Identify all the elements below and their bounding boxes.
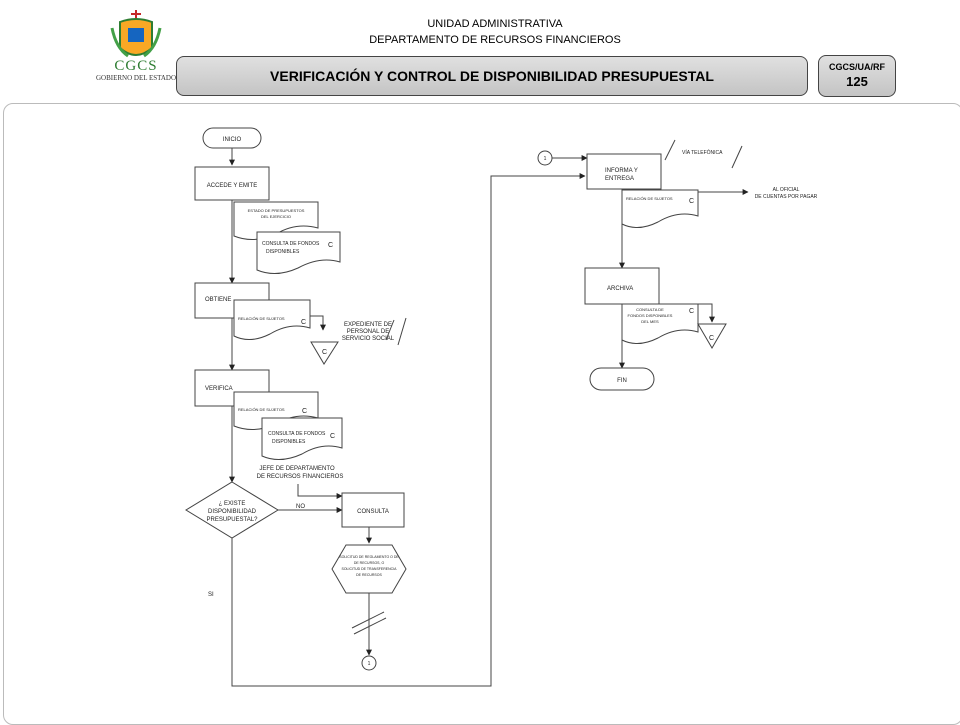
consulta-mes-line1: CONSULTA DE: [636, 307, 664, 312]
relacion-doc-text-3: RELACIÓN DE SUJETOS: [626, 196, 673, 201]
estado-doc-line1: ESTADO DE PRESUPUESTOS: [248, 208, 305, 213]
consulta-mes-document: [621, 303, 699, 344]
fin-label: FIN: [617, 378, 627, 384]
expediente-line1: EXPEDIENTE DE: [344, 322, 392, 328]
hexagon-line4: DE RECURSOS: [356, 573, 382, 577]
oficina-line1: AL OFICIAL: [773, 187, 800, 193]
hexagon-line2: DE RECURSOS, O: [354, 561, 385, 565]
no-branch-label: NO: [296, 504, 305, 510]
relacion-document-3: [621, 189, 699, 228]
decision-line1: ¿ EXISTE: [219, 501, 246, 507]
via-telefonica-label: VÍA TELEFÓNICA: [682, 149, 723, 156]
consulta-process: [341, 492, 405, 528]
relacion-doc-text: RELACIÓN DE SUJETOS: [238, 316, 285, 321]
copy-mark-3: C: [322, 349, 327, 356]
archiva-label: ARCHIVA: [607, 286, 633, 292]
coat-of-arms-logo: [110, 10, 162, 58]
archive-triangle-2: [697, 323, 727, 349]
archiva-process: [584, 267, 660, 305]
decision-diamond: [185, 481, 279, 539]
copy-mark-7: C: [689, 308, 694, 315]
jefe-line1: JEFE DE DEPARTAMENTO: [259, 466, 335, 472]
decision-line2: DISPONIBILIDAD: [208, 509, 257, 515]
connector-top-label: 1: [544, 156, 547, 162]
consulta-label: CONSULTA: [357, 509, 389, 515]
consulta-mes-line2: FONDOS DISPONIBLES: [628, 313, 673, 318]
hexagon-line3: SOLICITUD DE TRANSFERENCIA: [342, 567, 398, 571]
expediente-line3: SERVICIO SOCIAL: [342, 336, 395, 342]
consulta-document-2: [261, 417, 343, 460]
accede-process: [194, 166, 270, 201]
oficina-line2: DE CUENTAS POR PAGAR: [755, 194, 818, 200]
inicio-label: INICIO: [223, 137, 242, 143]
obtiene-label: OBTIENE: [205, 297, 231, 303]
si-branch-label: SI: [208, 592, 214, 598]
document-code: CGCS/UA/RF: [829, 62, 885, 72]
logo-wordmark: CGCS: [114, 58, 158, 74]
page-title: VERIFICACIÓN Y CONTROL DE DISPONIBILIDAD…: [176, 56, 808, 96]
document-code-box: CGCS/UA/RF 125: [818, 55, 896, 97]
unit-label: UNIDAD ADMINISTRATIVA: [427, 18, 563, 30]
expediente-line2: PERSONAL DE: [347, 329, 389, 335]
copy-mark-6: C: [689, 198, 694, 205]
consulta-doc2-line2: DISPONIBLES: [272, 439, 306, 445]
consulta-doc2-line1: CONSULTA DE FONDOS: [268, 431, 326, 437]
fin-terminal: [589, 367, 655, 391]
decision-line3: PRESUPUESTAL?: [207, 517, 259, 523]
connector-bottom: [361, 655, 377, 671]
copy-mark-1: C: [328, 242, 333, 249]
copy-mark-8: C: [709, 335, 714, 342]
copy-mark-2: C: [301, 319, 306, 326]
logo-subtitle: GOBIERNO DEL ESTADO: [95, 74, 177, 82]
copy-mark-4: C: [302, 408, 307, 415]
inicio-terminal: [202, 127, 262, 149]
accede-label: ACCEDE Y EMITE: [207, 183, 257, 189]
relacion-document: [233, 299, 311, 340]
verifica-label: VERIFICA: [205, 386, 233, 392]
connector-bottom-label: 1: [368, 661, 371, 667]
hexagon-line1: SOLICITUD DE REGLAMENTO O DE: [339, 555, 399, 559]
consulta-mes-line3: DEL MES: [641, 319, 659, 324]
informa-process: [586, 153, 662, 190]
estado-doc-line2: DEL EJERCICIO: [261, 214, 291, 219]
consulta-document: [256, 231, 341, 274]
jefe-line2: DE RECURSOS FINANCIEROS: [257, 474, 344, 480]
consulta-doc-line2: DISPONIBLES: [266, 249, 300, 255]
consulta-doc-line1: CONSULTA DE FONDOS: [262, 241, 320, 247]
relacion-doc-text-2: RELACIÓN DE SUJETOS: [238, 407, 285, 412]
copy-mark-5: C: [330, 433, 335, 440]
department-label: DEPARTAMENTO DE RECURSOS FINANCIEROS: [369, 34, 621, 46]
archive-triangle: [310, 341, 339, 365]
solicitud-hexagon: [331, 544, 407, 594]
informa-line1: INFORMA Y: [605, 168, 638, 174]
page-number: 125: [846, 74, 868, 89]
informa-line2: ENTREGA: [605, 176, 634, 182]
